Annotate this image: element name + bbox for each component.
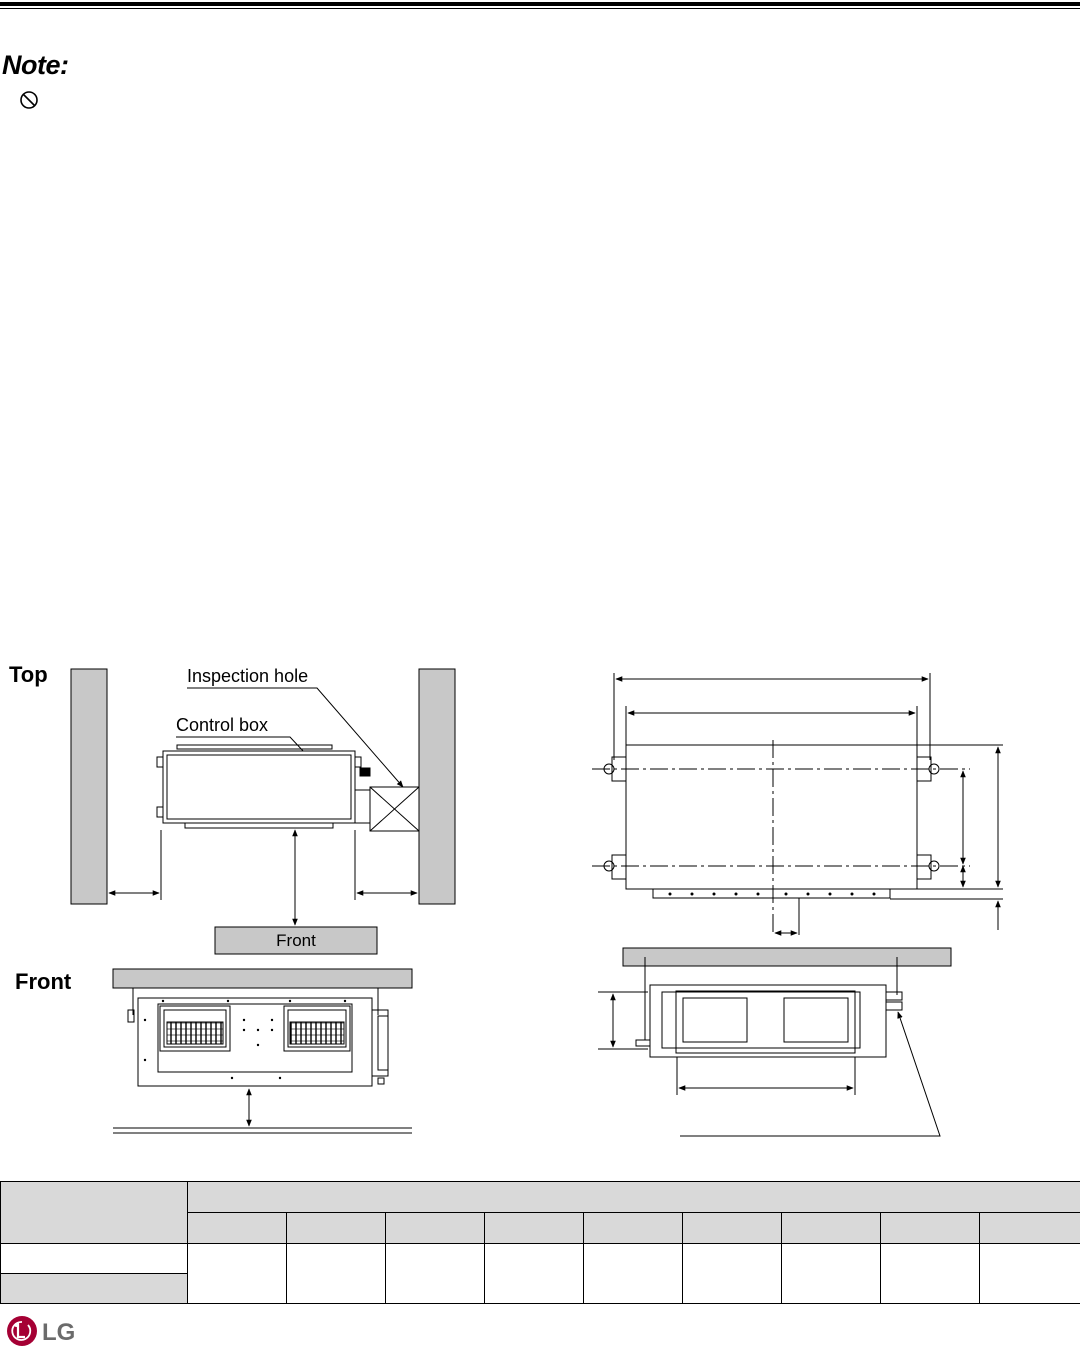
table-cell [781,1243,881,1304]
table-cell [484,1243,584,1304]
lg-logo: LG [7,1316,75,1346]
lg-logo-mark [7,1316,37,1346]
table-cell [682,1243,782,1304]
note-title: Note: [2,50,69,80]
lg-logo-text: LG [42,1319,75,1346]
table-subheader-cell [583,1212,683,1244]
dimension-view-top [592,673,1003,936]
table-subheader-cell [682,1212,782,1244]
indoor-unit-top [156,744,371,829]
front-screw-dots [143,999,347,1080]
dimension-view-front [598,957,941,1137]
table-cell [978,1243,1080,1304]
ceiling-bar-front [112,968,413,989]
table-subheader-cell [781,1212,881,1244]
left-wall [70,668,108,905]
table-subheader-cell [880,1212,980,1244]
inspection-hole-box [369,786,420,832]
table-cell [187,1243,287,1304]
front-bar-label: Front [276,931,316,950]
inspection-hole-label: Inspection hole [187,666,308,686]
right-wall [418,668,456,905]
top-view-dimensions [108,829,418,926]
table-cell [583,1243,683,1304]
table-row-label [0,1243,188,1274]
table-subheader-cell [286,1212,386,1244]
spec-table [0,1181,1080,1304]
header-rule-bottom [0,8,1080,9]
table-subheader-cell [484,1212,584,1244]
inspection-hole-leader [187,687,404,788]
table-header-model [0,1181,188,1244]
front-bar-top [214,926,378,955]
installation-drawing: Top Inspection hole Control box Front Fr… [9,662,1003,1137]
top-view-label: Top [9,662,48,687]
table-subheader-cell [978,1212,1080,1244]
table-subheader-cell [385,1212,485,1244]
table-header-group [186,1181,1080,1213]
dimension-view-dots [668,892,876,896]
front-view-label: Front [15,969,72,994]
table-row-label [0,1273,188,1304]
control-box-label: Control box [176,715,268,735]
indoor-unit-front [127,988,389,1087]
table-cell [385,1243,485,1304]
table-cell [880,1243,980,1304]
table-cell [286,1243,386,1304]
prohibition-icon [20,91,38,109]
header-rule-top [0,2,1080,6]
ceiling-bar-right [622,947,952,967]
table-subheader-cell [187,1212,287,1244]
